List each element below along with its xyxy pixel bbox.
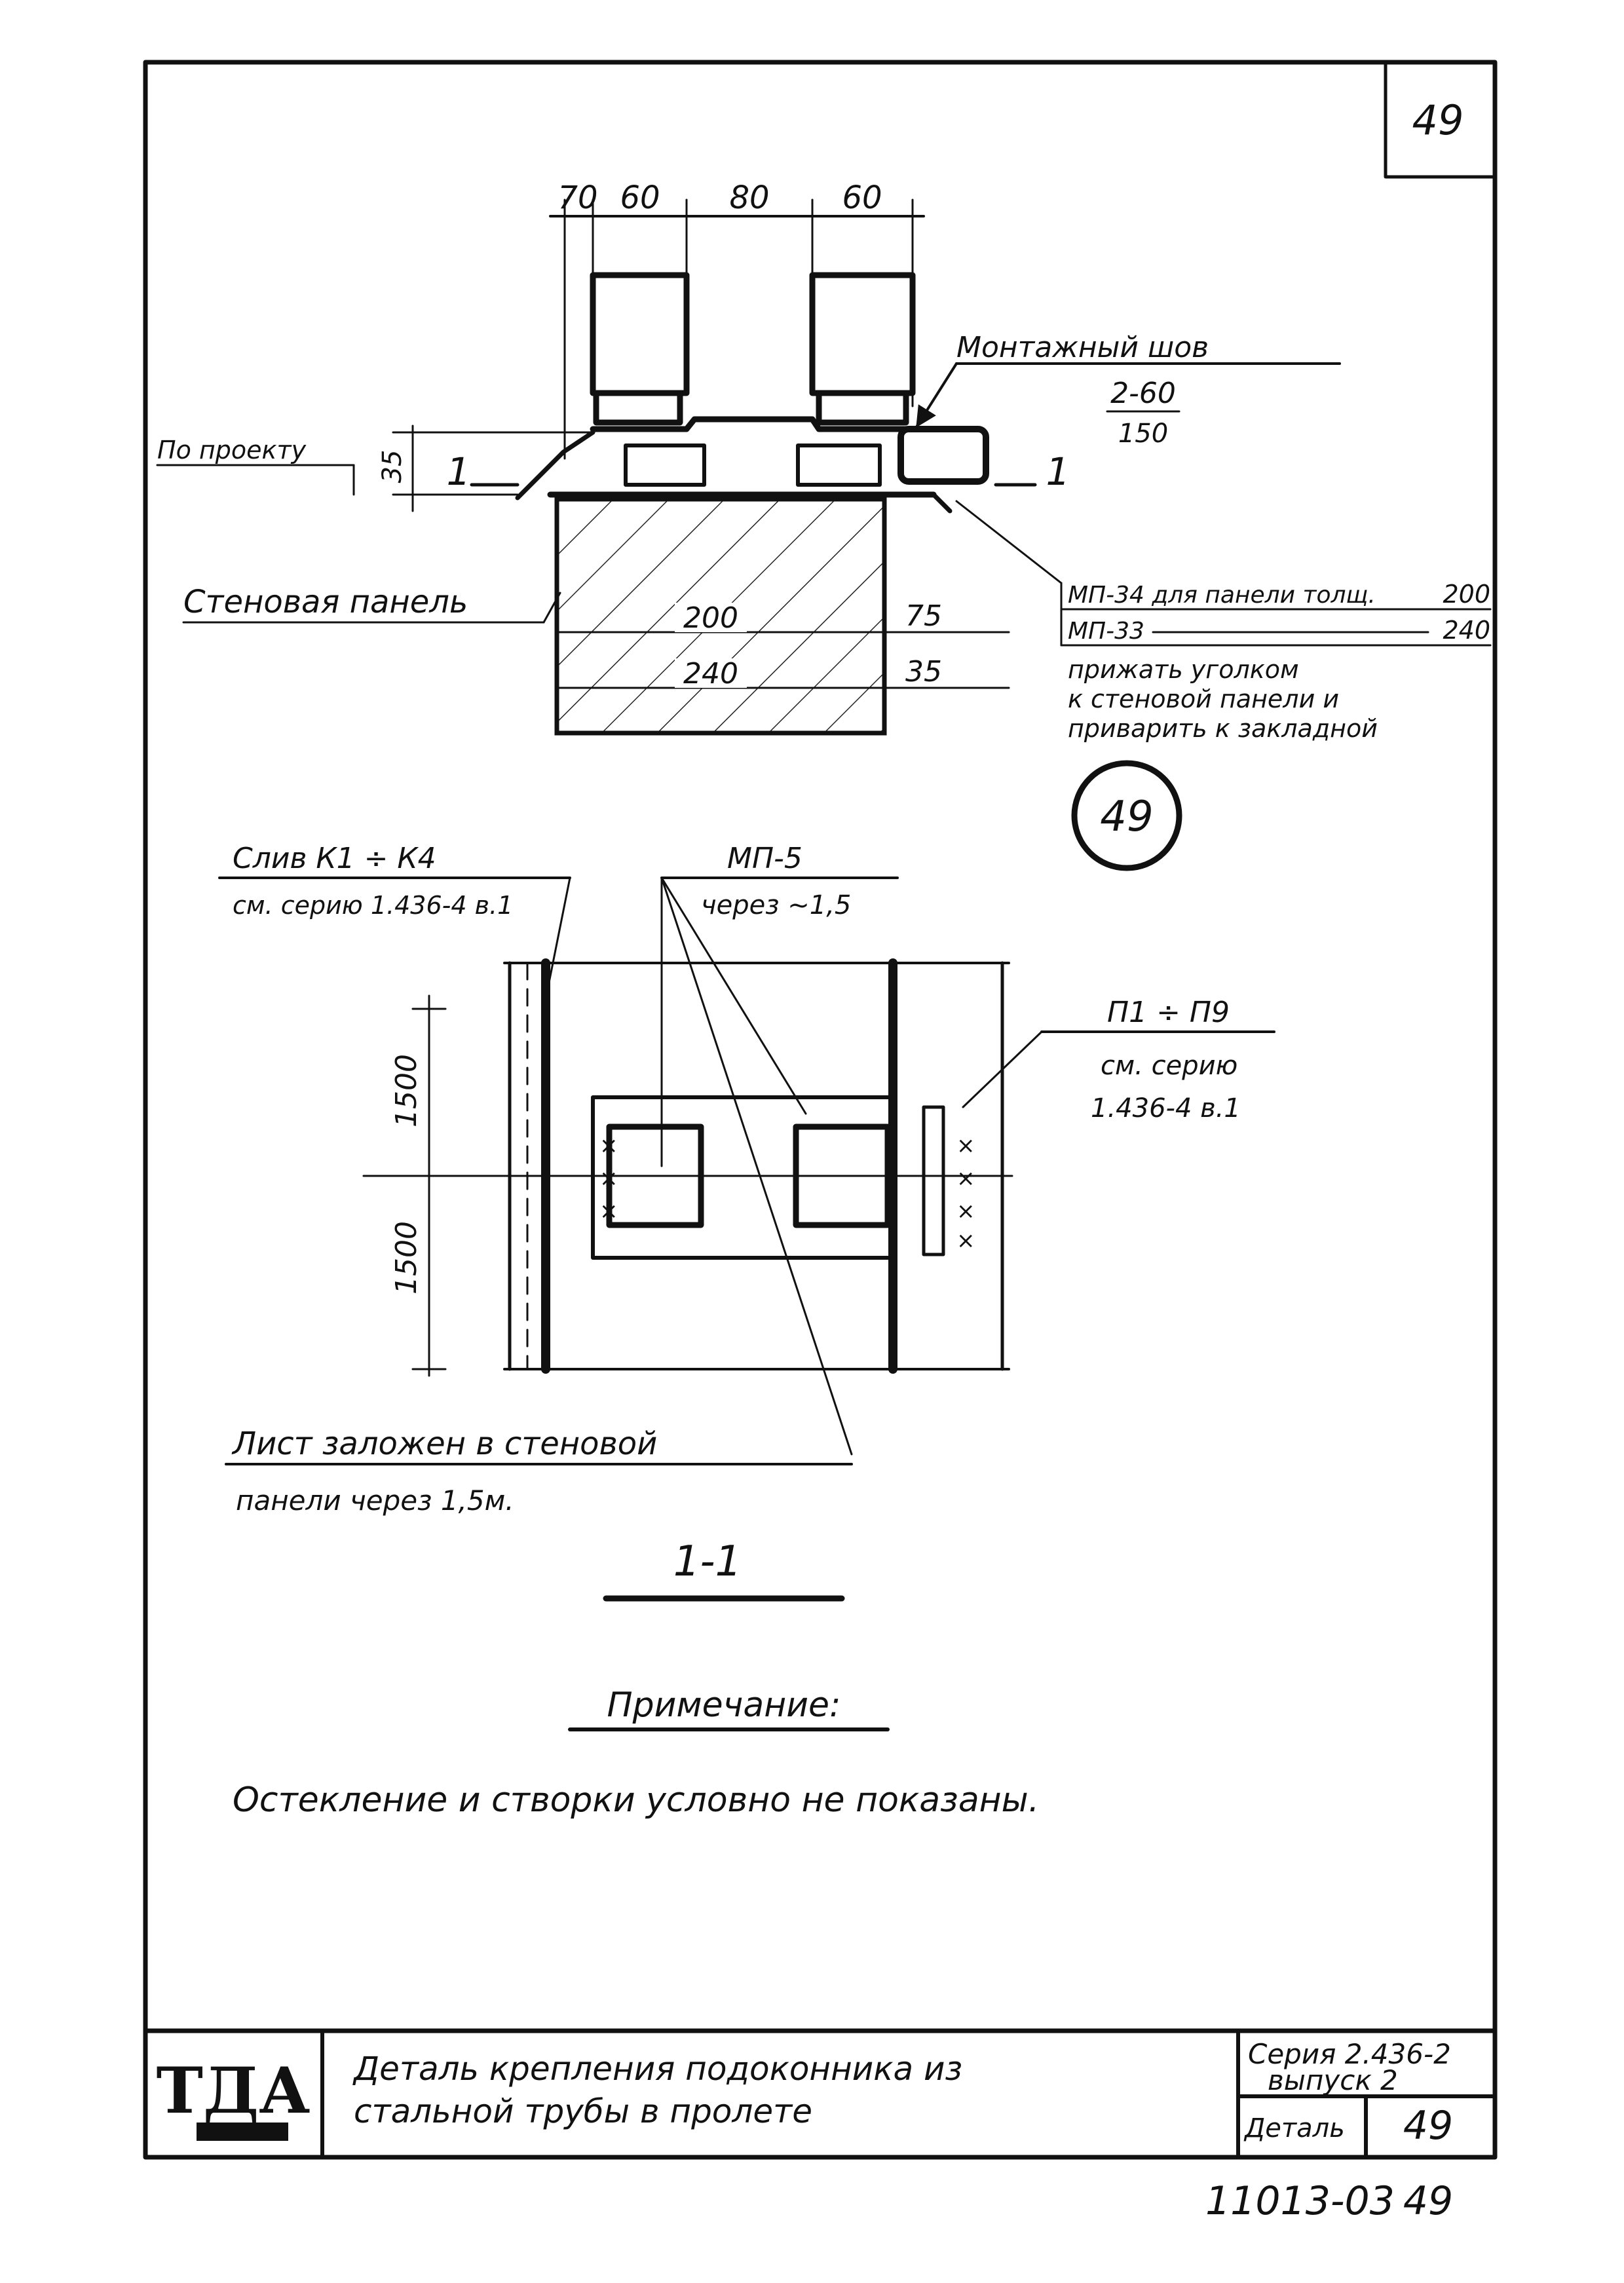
logo: ТДА (157, 2054, 311, 2128)
note-text: Остекление и створки условно не показаны… (233, 1781, 1039, 1820)
p-ref-1: см. серию (1101, 1051, 1237, 1081)
press-note-1: прижать уголком (1068, 655, 1299, 684)
elevation-view: Слив К1 ÷ К4 см. серию 1.436-4 в.1 МП-5 … (218, 842, 1275, 1602)
mp33-label: МП-33 (1068, 618, 1144, 645)
note-block: Примечание: Остекление и створки условно… (233, 1686, 1039, 1820)
wall-panel-label: Стеновая панель (183, 584, 468, 620)
dim-35-left: 35 (377, 450, 407, 483)
p-label: П1 ÷ П9 (1107, 996, 1230, 1029)
doc-code-sheet: 49 (1403, 2178, 1453, 2224)
steel-tube (897, 426, 989, 485)
page-number: 49 (1412, 96, 1464, 144)
press-note-3: приварить к закладной (1068, 714, 1378, 743)
section-title: 1-1 (673, 1538, 742, 1586)
svg-text:×: × (599, 1165, 618, 1192)
cut-mark-left: 1 (447, 449, 471, 494)
frame-profile-left (590, 272, 690, 396)
detail-label: Деталь (1243, 2113, 1345, 2143)
mp34-label: МП-34 для панели толщ. (1068, 582, 1376, 609)
svg-text:×: × (599, 1133, 618, 1159)
title-line-1: Деталь крепления подоконника из (352, 2050, 962, 2088)
p-ref-2: 1.436-4 в.1 (1091, 1093, 1241, 1123)
mp5-spacing: через ~1,5 (701, 890, 851, 920)
dim-lower-1500: 1500 (390, 1221, 423, 1294)
dim-70: 70 (557, 179, 597, 216)
by-project-label: По проекту (157, 436, 307, 464)
series-line-2: выпуск 2 (1268, 2064, 1398, 2096)
title-line-2: стальной трубы в пролете (354, 2092, 812, 2130)
detail-circle-number: 49 (1100, 793, 1153, 841)
frame-profile-right (809, 272, 916, 396)
embedded-plate (591, 1095, 893, 1260)
dim-upper-1500: 1500 (390, 1054, 423, 1127)
weld-number: 2-60 (1110, 377, 1176, 410)
svg-text:×: × (956, 1165, 975, 1192)
mp34-value: 200 (1443, 580, 1490, 609)
sheet-note-1: Лист заложен в стеновой (231, 1425, 657, 1462)
dim-60-left: 60 (620, 179, 660, 216)
doc-code: 11013-03 (1205, 2178, 1395, 2224)
sheet-border (143, 60, 1498, 2160)
svg-text:×: × (956, 1133, 975, 1159)
panel-dim-75: 75 (905, 599, 942, 633)
panel-dim-200: 200 (683, 601, 738, 635)
dim-60-right: 60 (842, 179, 882, 216)
slab-label: Слив К1 ÷ К4 (233, 842, 436, 875)
series-line-1: Серия 2.436-2 (1248, 2038, 1451, 2070)
cut-mark-right: 1 (1046, 449, 1070, 494)
svg-text:×: × (956, 1228, 975, 1254)
detail-circle (1071, 760, 1182, 871)
panel-dim-35: 35 (905, 655, 942, 689)
note-title: Примечание: (607, 1686, 840, 1725)
title-block: ТДА Деталь крепления подоконника из стал… (143, 2028, 1498, 2224)
dim-80: 80 (729, 179, 769, 216)
panel-dim-240: 240 (683, 657, 738, 690)
mp33-value: 240 (1443, 616, 1490, 645)
weld-label: Монтажный шов (956, 331, 1209, 364)
sheet-note-2: панели через 1,5м. (236, 1484, 514, 1517)
detail-number: 49 (1403, 2103, 1453, 2149)
mp5-label: МП-5 (727, 842, 803, 875)
section-detail: 70 60 80 60 1 1 По проекту 35 Монт (156, 179, 1492, 871)
svg-text:×: × (599, 1198, 618, 1224)
svg-text:×: × (956, 1198, 975, 1224)
page-number-box: 49 (1384, 60, 1497, 179)
weld-length: 150 (1118, 419, 1168, 449)
slab-ref: см. серию 1.436-4 в.1 (233, 891, 513, 920)
press-note-2: к стеновой панели и (1068, 685, 1339, 713)
